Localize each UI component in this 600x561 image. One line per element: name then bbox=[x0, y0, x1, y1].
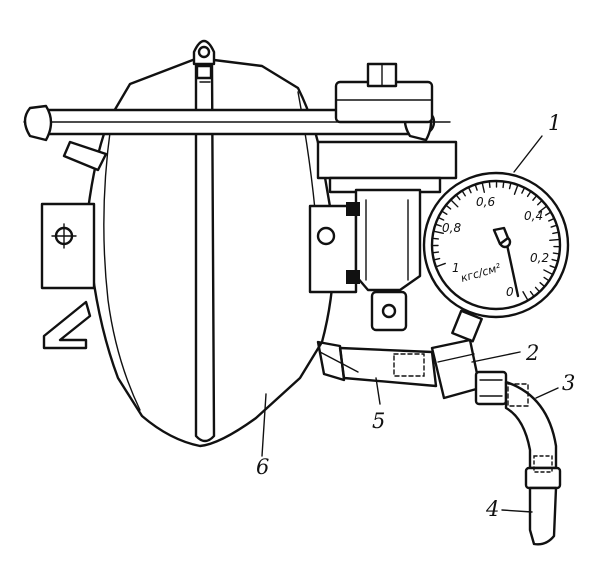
gauge-tick bbox=[534, 286, 541, 293]
gauge-tick bbox=[502, 180, 505, 189]
gauge-tick bbox=[522, 291, 529, 302]
gauge-tick bbox=[488, 180, 491, 189]
leader-lines bbox=[261, 135, 559, 513]
gauge-tick bbox=[481, 181, 486, 193]
gauge-tick bbox=[455, 194, 461, 201]
gauge-label-0-2: 0,2 bbox=[530, 251, 549, 265]
gauge-tick bbox=[543, 276, 550, 282]
gauge-tick bbox=[548, 217, 555, 222]
gauge-label-1: 1 bbox=[452, 261, 460, 275]
left-bracket bbox=[40, 202, 96, 350]
gauge-tick bbox=[474, 183, 478, 191]
gauge-tick bbox=[552, 252, 561, 255]
gauge-tick bbox=[435, 262, 446, 268]
gauge-tick bbox=[538, 205, 548, 213]
gauge-tick bbox=[543, 269, 554, 276]
gauge-tick bbox=[545, 211, 552, 216]
gauge-tick bbox=[431, 237, 440, 240]
gauge-tick bbox=[434, 223, 442, 227]
gauge-tick bbox=[539, 281, 546, 288]
gauge-tick bbox=[431, 251, 440, 254]
gauge-ticks bbox=[431, 180, 561, 302]
gauge-tick bbox=[437, 216, 445, 221]
gauge-tick bbox=[441, 210, 448, 215]
gauge-label-0: 0 bbox=[506, 285, 514, 299]
gauge-tick bbox=[532, 194, 538, 201]
gauge-tick bbox=[551, 258, 559, 262]
leader-4 bbox=[501, 509, 533, 513]
leader-6 bbox=[261, 393, 267, 457]
gauge-tick bbox=[550, 224, 558, 228]
leader-3 bbox=[535, 387, 559, 399]
callout-6: 6 bbox=[256, 455, 269, 479]
booster-housing bbox=[86, 39, 336, 448]
callout-1: 1 bbox=[548, 111, 561, 135]
gauge-label-0-4: 0,4 bbox=[524, 209, 543, 223]
leader-1 bbox=[513, 135, 543, 173]
callout-4: 4 bbox=[485, 497, 499, 521]
callout-5: 5 bbox=[372, 409, 385, 433]
gauge-tick bbox=[461, 190, 466, 197]
gauge-tick bbox=[529, 290, 535, 298]
leader-5 bbox=[375, 377, 381, 405]
mounting-bar bbox=[23, 104, 451, 172]
gauge-tick bbox=[433, 257, 441, 261]
gauge-tick bbox=[526, 190, 532, 198]
callout-2: 2 bbox=[525, 341, 539, 365]
gauge-tick bbox=[537, 199, 543, 206]
hose-assembly bbox=[316, 338, 562, 546]
leader-2 bbox=[471, 351, 521, 363]
gauge-tick bbox=[450, 199, 459, 208]
gauge-tick bbox=[513, 184, 519, 195]
gauge-tick bbox=[467, 186, 472, 194]
callouts: 1 2 3 4 5 6 bbox=[256, 111, 575, 521]
gauge-tick bbox=[521, 187, 526, 194]
callout-3: 3 bbox=[562, 371, 575, 395]
gauge-tick bbox=[432, 230, 444, 235]
gauge-tick bbox=[549, 265, 557, 269]
gauge-tick bbox=[445, 204, 452, 210]
gauge-tick bbox=[549, 238, 561, 241]
gauge-tick bbox=[552, 231, 560, 235]
gauge-label-0-6: 0,6 bbox=[476, 195, 495, 209]
valve-block bbox=[308, 62, 458, 332]
pressure-gauge: 1 0,8 0,6 0,4 0,2 0 кгс/см² bbox=[422, 171, 570, 343]
gauge-tick bbox=[508, 182, 512, 190]
gauge-label-0-8: 0,8 bbox=[442, 221, 461, 235]
